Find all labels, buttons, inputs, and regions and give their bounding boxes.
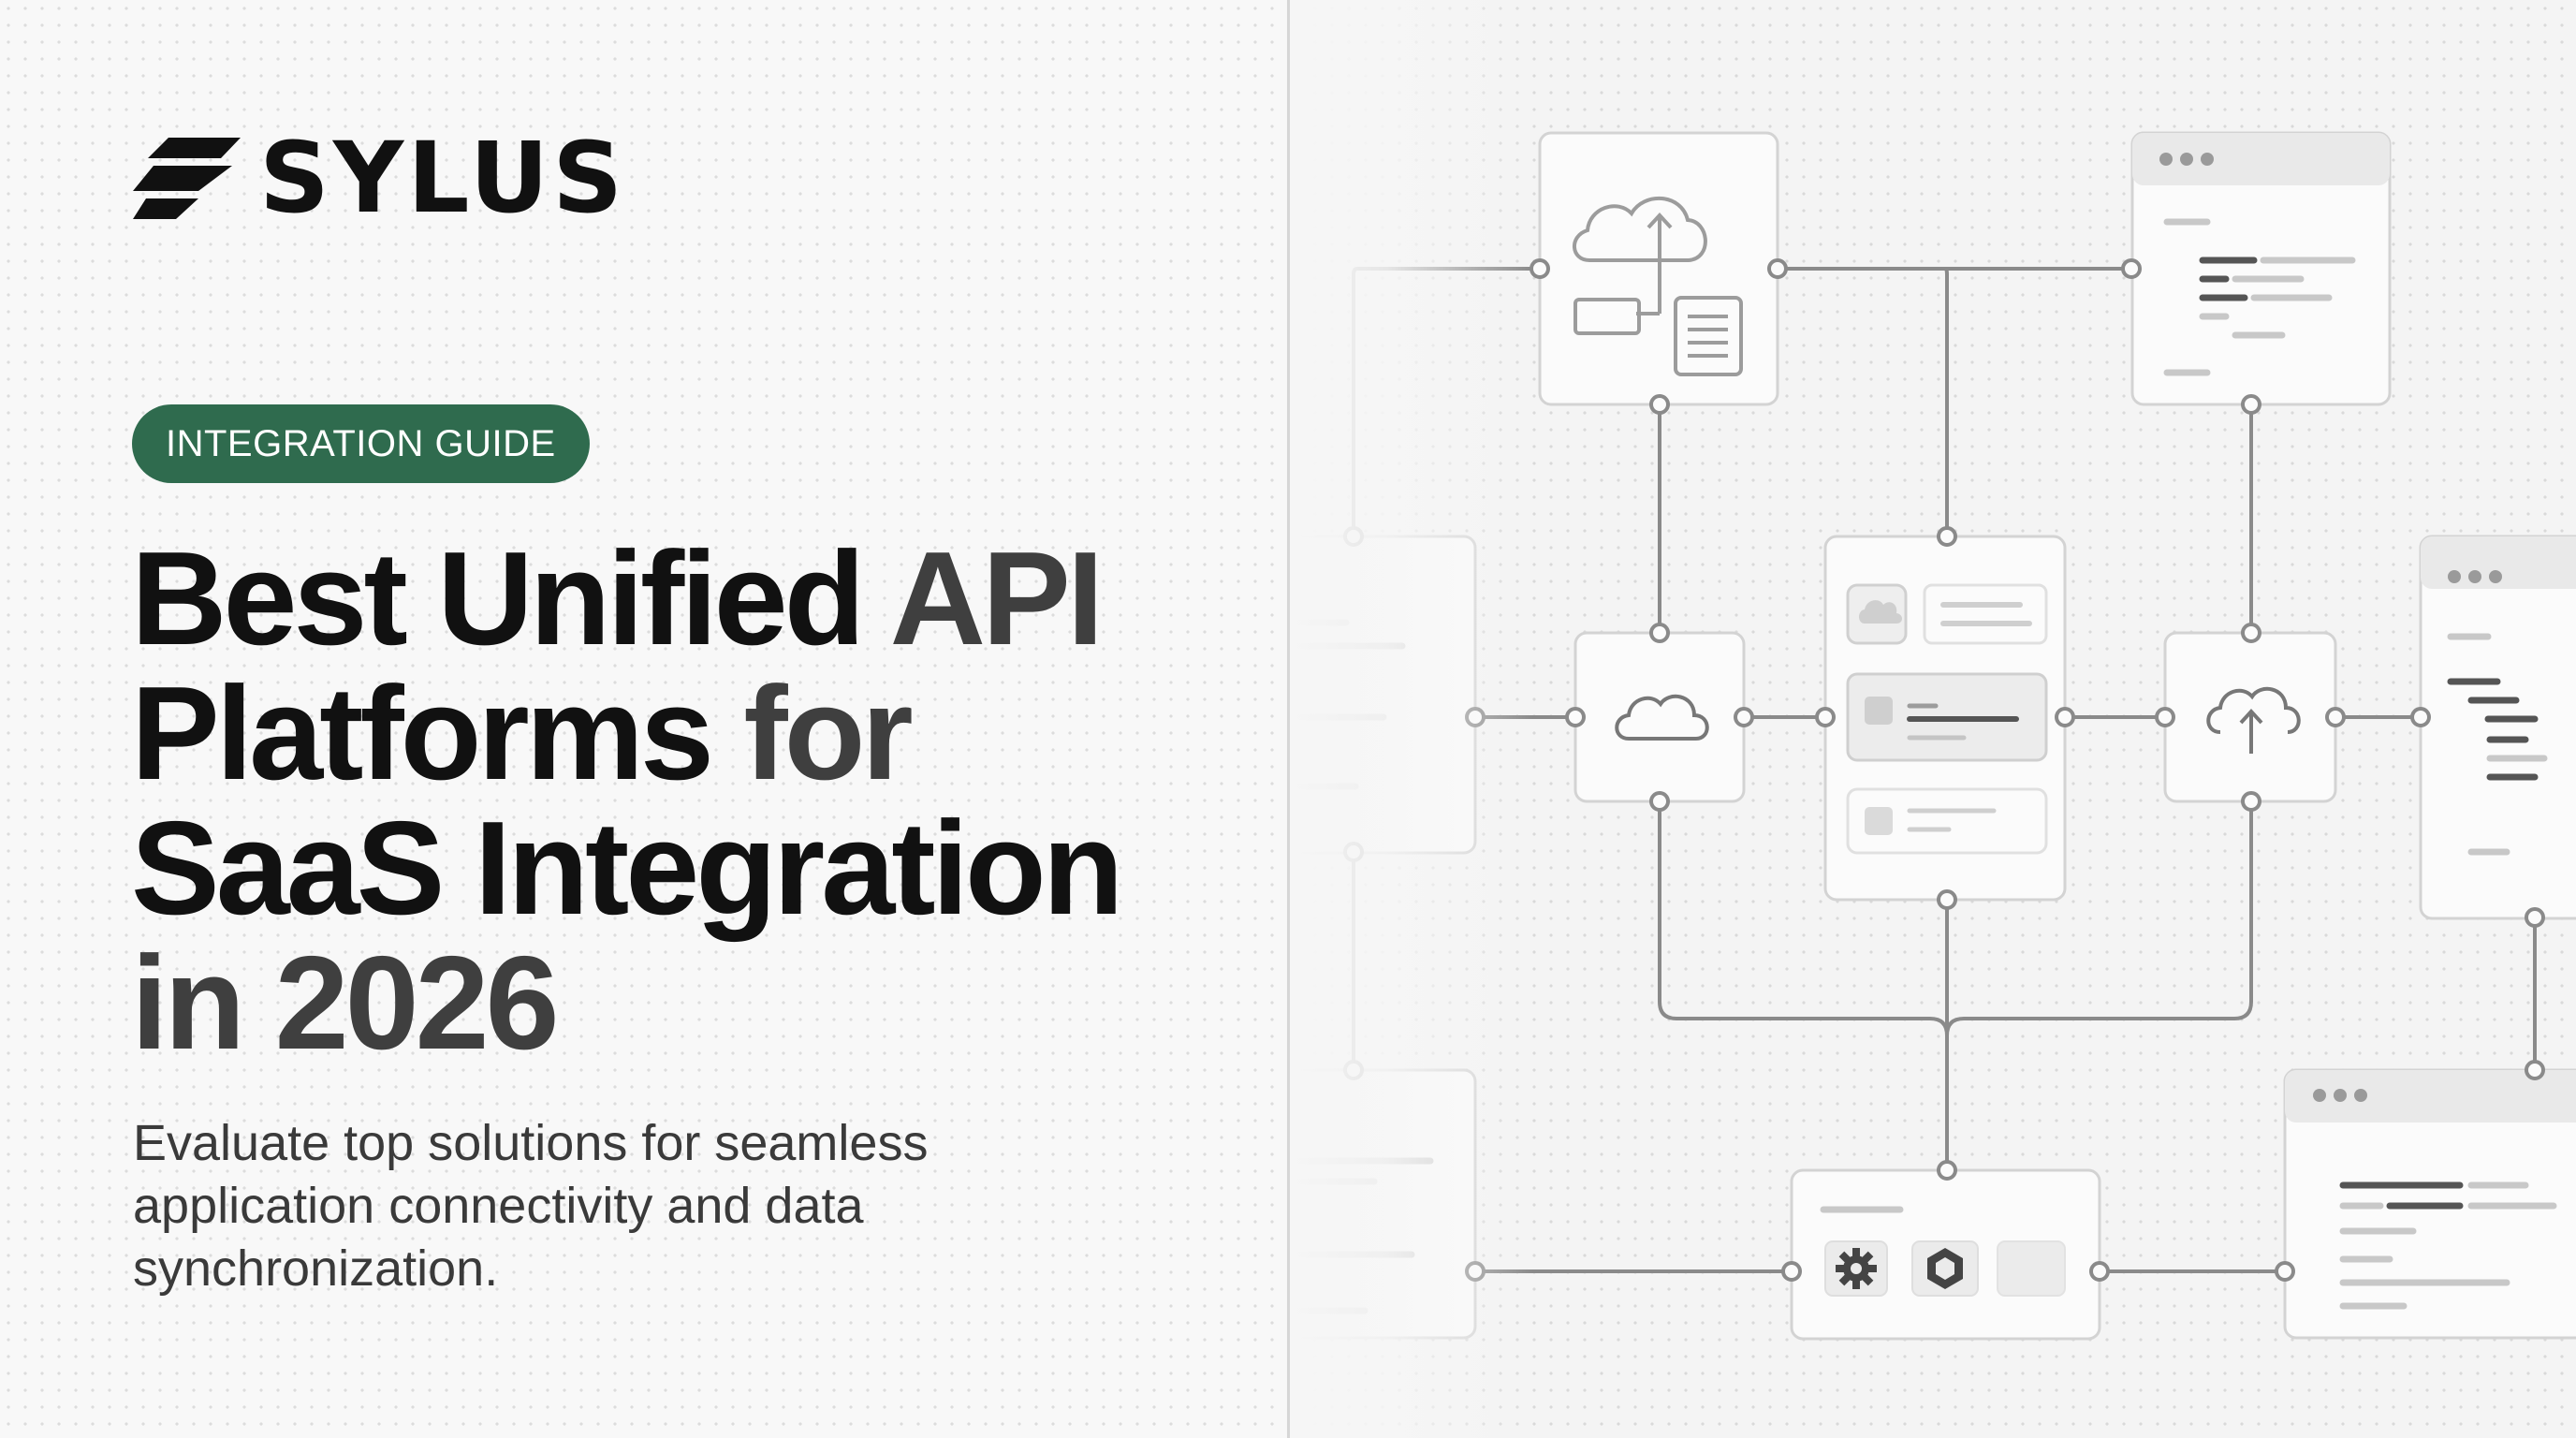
title-line-3: SaaS Integration <box>131 794 1123 943</box>
title-line-2a: Platforms <box>131 659 744 808</box>
title-line-2b: for <box>743 659 913 808</box>
code-window-card-bottom-left <box>1290 1068 1477 1340</box>
list-panel-icon <box>1846 583 2048 855</box>
cloud-upload-icon <box>1573 197 1743 376</box>
category-badge: INTEGRATION GUIDE <box>132 404 590 483</box>
cloud-upload-node-icon <box>2206 687 2301 754</box>
integration-diagram <box>1290 131 2576 1341</box>
subtitle: Evaluate top solutions for seamless appl… <box>133 1115 929 1297</box>
slanted-stripes-logo-icon <box>133 137 241 219</box>
connector-line <box>1945 801 2253 1036</box>
page-title: Best Unified API Platforms for SaaS Inte… <box>131 532 1123 1071</box>
title-line-4: in 2026 <box>131 929 560 1078</box>
cloud-icon <box>1615 695 1709 741</box>
brand-logo: SYLUS <box>133 129 626 227</box>
title-line-1a: Best Unified <box>131 524 890 673</box>
connector-line <box>1352 267 1544 536</box>
connector-line <box>1658 801 1949 1036</box>
hexagon-icon <box>1927 1248 1963 1289</box>
code-window-card-left <box>1290 535 1477 855</box>
title-line-1b: API <box>889 524 1105 673</box>
gear-icon <box>1836 1248 1877 1289</box>
code-window-card-right <box>2419 535 2576 920</box>
integrations-icons <box>1824 1240 2066 1297</box>
connector-line <box>1944 267 1951 536</box>
panel-divider <box>1287 0 1290 1438</box>
brand-name: SYLUS <box>259 121 627 235</box>
left-panel <box>0 0 1287 1438</box>
cloud-node-card <box>1573 631 1746 803</box>
